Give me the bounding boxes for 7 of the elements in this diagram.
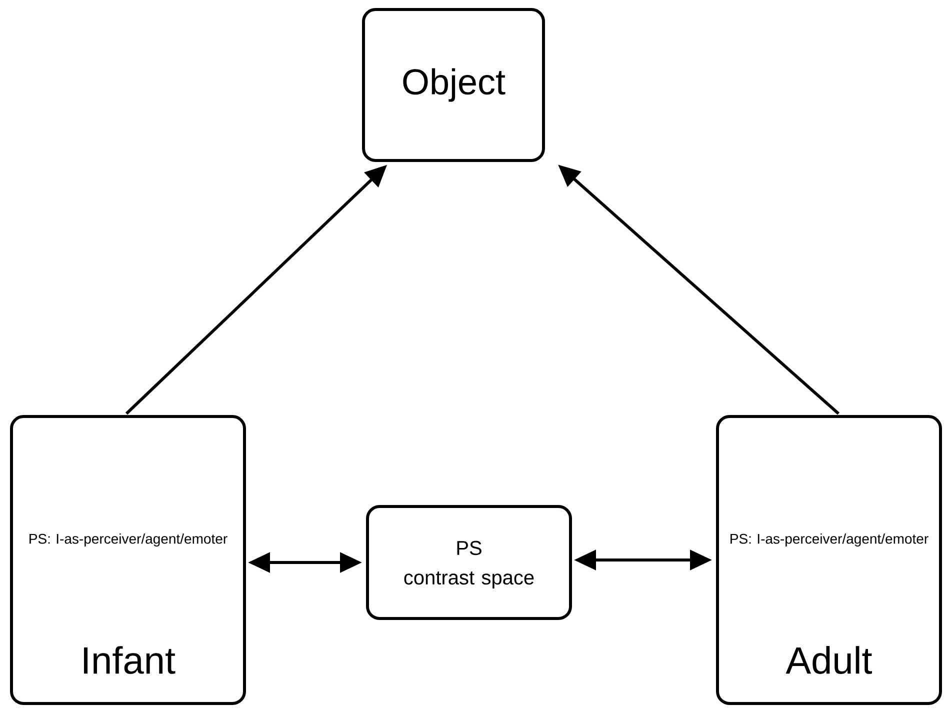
box-text: contrast space xyxy=(404,571,534,589)
box-text: PS: I-as-perceiver/agent/emoter xyxy=(730,533,928,547)
box-label: Adult xyxy=(786,646,872,674)
box-text: PS: I-as-perceiver/agent/emoter xyxy=(30,533,228,547)
box-label: Object xyxy=(403,68,506,102)
box-label: Infant xyxy=(84,646,176,674)
box-text: PS xyxy=(457,540,482,556)
